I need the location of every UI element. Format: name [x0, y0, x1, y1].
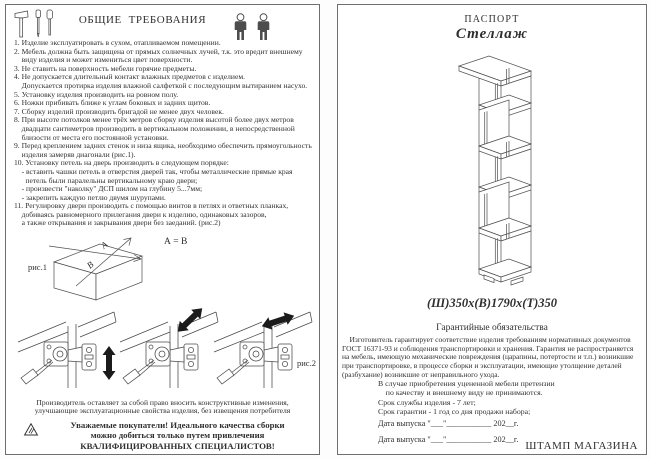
warranty-title: Гарантийные обязательства — [436, 323, 548, 333]
requirement-item: 11. Регулировку двери производить с помо… — [14, 201, 289, 228]
requirement-item: 10. Установку петель на дверь производит… — [14, 158, 293, 202]
svg-text:В: В — [85, 259, 96, 271]
left-panel-title: ОБЩИЕ ТРЕБОВАНИЯ — [78, 14, 207, 26]
warning-note: Уважаемые покупатели! Идеального качеств… — [70, 420, 285, 451]
fig1-box-diagram: А В — [48, 237, 144, 301]
passport-title: ПАСПОРТ — [464, 14, 520, 25]
svg-text:А: А — [98, 239, 110, 251]
issue-date-line-1: Дата выпуска "___"___________ 202__г. — [378, 419, 519, 428]
fig2-label: рис.2 — [297, 358, 316, 368]
requirement-item: 2. Мебель должна быть защищена от прямых… — [14, 46, 303, 65]
issue-date-line-2: Дата выпуска "___"___________ 202__г. — [378, 435, 519, 444]
requirement-item: 4. Не допускается длительный контакт вла… — [14, 72, 308, 90]
shelving-unit-drawing — [457, 55, 533, 286]
warranty-text: Изготовитель гарантирует соответствие из… — [342, 335, 634, 379]
manufacturer-note: Производитель оставляет за собой право в… — [34, 398, 291, 416]
product-name: Стеллаж — [455, 26, 529, 42]
requirement-item: 1. Изделие эксплуатировать в сухом, отап… — [14, 38, 221, 47]
requirement-item: 6. Ножки прибивать ближе к углам боковых… — [14, 98, 211, 108]
tools-icon — [14, 9, 53, 38]
requirement-item: 8. При высоте потолков менее трёх метров… — [14, 115, 295, 142]
passport-panel: ПАСПОРТ Стеллаж — [337, 4, 647, 455]
warranty-notes: В случае приобретения уцененной мебели п… — [378, 379, 555, 417]
fig2-hinge-diagrams — [17, 303, 313, 389]
fig1-label: рис.1 — [28, 262, 47, 272]
diagonal-equality-label: А = В — [164, 237, 188, 247]
requirements-list: 1. Изделие эксплуатировать в сухом, отап… — [14, 38, 319, 228]
requirement-item: 3. Не ставить на поверхность мебели горя… — [14, 63, 197, 73]
warning-triangle-icon — [23, 422, 39, 436]
product-dimensions: (Ш)350х(В)1790х(Т)350 — [426, 296, 558, 310]
requirement-item: 9. Перед креплением задних стенок и низа… — [14, 141, 312, 159]
general-requirements-panel: ОБЩИЕ ТРЕБОВАНИЯ 1. Изделие эксплуатиров… — [5, 4, 320, 455]
requirement-item: 7. Сборку изделий производить бригадой н… — [14, 106, 224, 116]
requirement-item: 5. Установку изделия производить на ровн… — [14, 89, 179, 99]
store-stamp-label: ШТАМП МАГАЗИНА — [525, 440, 638, 452]
